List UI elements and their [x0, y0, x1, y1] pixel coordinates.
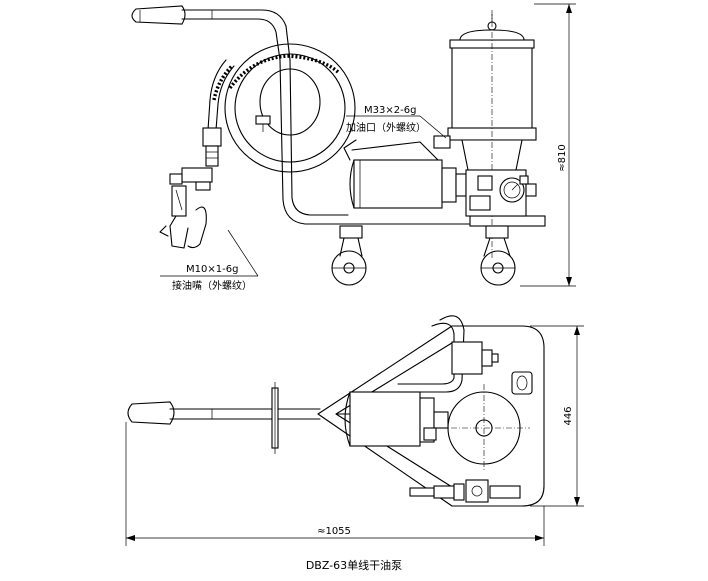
- side-handle-bar: [181, 9, 291, 61]
- height-dimension: [520, 3, 576, 287]
- side-valve-assembly: [159, 127, 222, 249]
- figure-caption: DBZ-63单线干油泵: [306, 558, 402, 572]
- length-dimension: [125, 422, 545, 546]
- side-caster-rear: [331, 225, 367, 286]
- side-caster-front: [480, 225, 516, 286]
- side-leaders: [160, 115, 447, 277]
- height-dimension-label: ≈810: [557, 144, 568, 171]
- fill-port-thread-label: M33×2-6g: [364, 105, 416, 116]
- nozzle-thread-label: M10×1-6g: [186, 264, 238, 275]
- top-handle: [127, 382, 321, 454]
- length-dimension-label: ≈1055: [317, 526, 351, 537]
- top-reservoir: [440, 384, 530, 472]
- side-motor: [343, 139, 467, 209]
- side-view: M33×2-6g 加油口（外螺纹） M10×1-6g 接油嘴（外螺纹） ≈810: [131, 3, 576, 292]
- side-handle-grip: [131, 5, 186, 25]
- top-view: 446 ≈1055: [125, 315, 584, 546]
- side-hose-loop: [207, 43, 356, 173]
- top-hose: [397, 315, 465, 393]
- width-dimension: [530, 325, 584, 507]
- fill-port-name-label: 加油口（外螺纹）: [346, 121, 426, 134]
- top-fittings: [409, 341, 521, 503]
- width-dimension-label: 446: [563, 406, 574, 425]
- nozzle-name-label: 接油嘴（外螺纹）: [172, 279, 252, 292]
- top-motor: [344, 391, 449, 447]
- side-pump-body: [433, 135, 537, 217]
